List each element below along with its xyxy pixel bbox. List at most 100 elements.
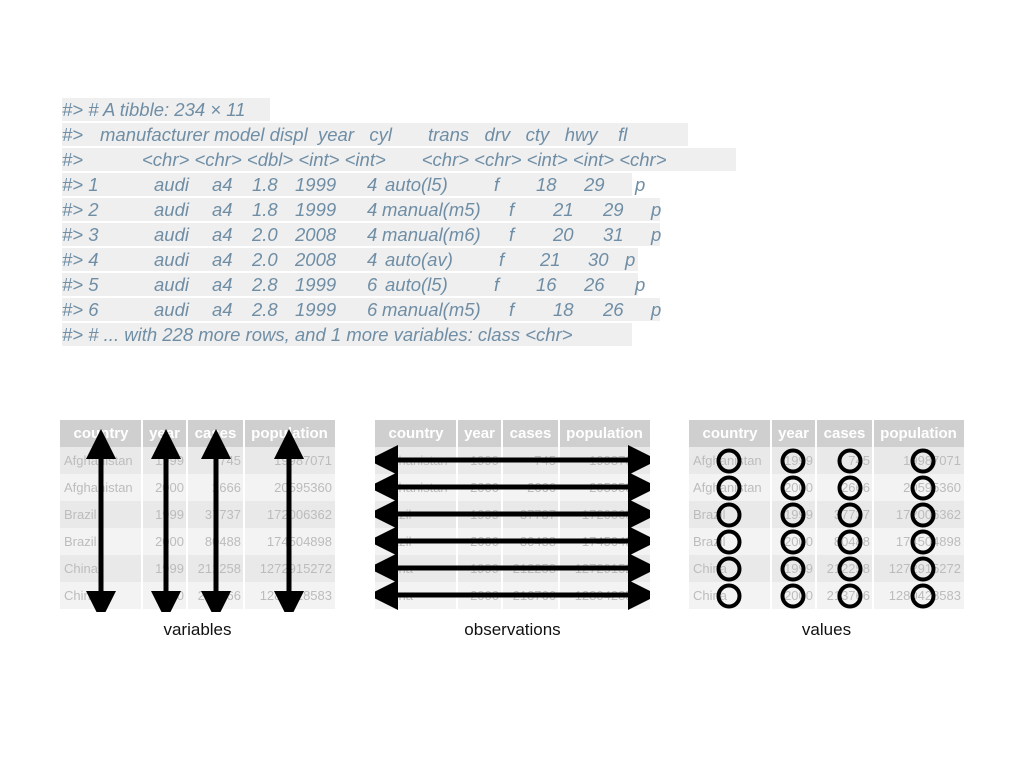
value-circle xyxy=(910,448,936,474)
table-header xyxy=(689,420,964,447)
console-text: 30 xyxy=(588,249,609,270)
console-text: audi xyxy=(154,249,189,270)
console-text: manual(m5) xyxy=(382,299,481,320)
console-text: f xyxy=(509,299,515,320)
console-text: 29 xyxy=(603,199,624,220)
console-text: 6 xyxy=(367,299,378,320)
console-text: 6 xyxy=(367,274,378,295)
panel-overlay xyxy=(86,429,304,612)
table-cell: 1999 xyxy=(784,561,813,576)
value-circle xyxy=(910,502,936,528)
column-header: year xyxy=(464,425,495,442)
console-text: 16 xyxy=(536,274,557,295)
value-circle xyxy=(910,583,936,609)
data-table: countryyearcasespopulationAfghanistan199… xyxy=(375,420,650,612)
console-text: 2008 xyxy=(295,224,337,245)
console-text: #> # ... with 228 more rows, and 1 more … xyxy=(62,324,573,345)
console-text: f xyxy=(499,249,505,270)
value-circle xyxy=(716,502,742,528)
console-text: 1999 xyxy=(295,174,337,195)
console-line-highlight xyxy=(62,123,688,146)
console-text: 31 xyxy=(603,224,624,245)
console-text: audi xyxy=(154,224,189,245)
console-text: <chr> <chr> <dbl> <int> <int> <chr> <chr… xyxy=(142,149,667,170)
console-text: audi xyxy=(154,299,189,320)
console-text: manual(m5) xyxy=(382,199,481,220)
console-line-highlight xyxy=(62,273,638,296)
console-text: 26 xyxy=(603,299,624,320)
console-text: a4 xyxy=(212,274,233,295)
console-text: 20 xyxy=(553,224,574,245)
console-text: 4 xyxy=(367,249,378,270)
table-cell: Afghanistan xyxy=(693,480,762,495)
console-line-highlight xyxy=(62,98,270,121)
caption-variables: variables xyxy=(163,620,232,639)
console-text: a4 xyxy=(212,174,233,195)
console-text: 2.0 xyxy=(252,224,278,245)
panel-overlay xyxy=(716,448,936,609)
value-circle xyxy=(780,502,806,528)
console-text: 2.8 xyxy=(252,299,278,320)
console-text: 2.8 xyxy=(252,274,278,295)
console-line-highlight xyxy=(62,223,660,246)
column-header: year xyxy=(778,425,809,442)
column-header: cases xyxy=(823,425,866,442)
console-text: #> 3 xyxy=(62,224,99,245)
console-text: #> 6 xyxy=(62,299,99,320)
console-line-highlight xyxy=(62,173,632,196)
console-text: audi xyxy=(154,199,189,220)
console-text: 2008 xyxy=(295,249,337,270)
console-text: manufacturer model displ year cyl trans … xyxy=(100,124,628,145)
console-text: 29 xyxy=(584,174,605,195)
column-divider xyxy=(815,420,817,612)
console-text: f xyxy=(509,224,515,245)
console-text: a4 xyxy=(212,224,233,245)
table-cell: 2000 xyxy=(784,588,813,603)
column-header: population xyxy=(566,425,643,442)
table-cell: 2666 xyxy=(841,480,870,495)
console-text: #> xyxy=(62,124,84,145)
console-text: p xyxy=(651,224,662,245)
value-circle xyxy=(780,529,806,555)
console-text: #> 1 xyxy=(62,174,99,195)
console-text: p xyxy=(635,174,646,195)
table-cell: 1280428583 xyxy=(888,588,961,603)
value-circle xyxy=(837,448,863,474)
table-cell: 1272915272 xyxy=(888,561,961,576)
console-text: 1999 xyxy=(295,299,337,320)
value-circle xyxy=(837,502,863,528)
value-circle xyxy=(780,448,806,474)
console-text: a4 xyxy=(212,249,233,270)
table-cell: 1999 xyxy=(784,453,813,468)
console-text: 2.0 xyxy=(252,249,278,270)
console-text: p xyxy=(625,249,636,270)
console-text: p xyxy=(651,299,662,320)
column-header: country xyxy=(388,425,444,442)
console-text: audi xyxy=(154,174,189,195)
console-text: 18 xyxy=(536,174,557,195)
console-line-highlight xyxy=(62,323,632,346)
console-text: 4 xyxy=(367,224,378,245)
console-text: 18 xyxy=(553,299,574,320)
console-text: #> 2 xyxy=(62,199,99,220)
value-circle xyxy=(716,448,742,474)
console-text: 21 xyxy=(553,199,574,220)
table-cell: 2000 xyxy=(784,480,813,495)
value-circle xyxy=(716,529,742,555)
console-text: 1.8 xyxy=(252,199,278,220)
console-text: 21 xyxy=(540,249,561,270)
caption-observations: observations xyxy=(464,620,561,639)
column-divider xyxy=(141,420,143,612)
value-circle xyxy=(837,556,863,582)
console-text: p xyxy=(651,199,662,220)
value-circle xyxy=(716,556,742,582)
console-text: #> 5 xyxy=(62,274,99,295)
console-text: #> # A tibble: 234 × 11 xyxy=(62,99,246,120)
console-line-highlight xyxy=(62,298,660,321)
column-header: population xyxy=(880,425,957,442)
panel-observations: countryyearcasespopulationAfghanistan199… xyxy=(375,420,650,612)
column-divider xyxy=(770,420,772,612)
table-cell: 1999 xyxy=(784,507,813,522)
